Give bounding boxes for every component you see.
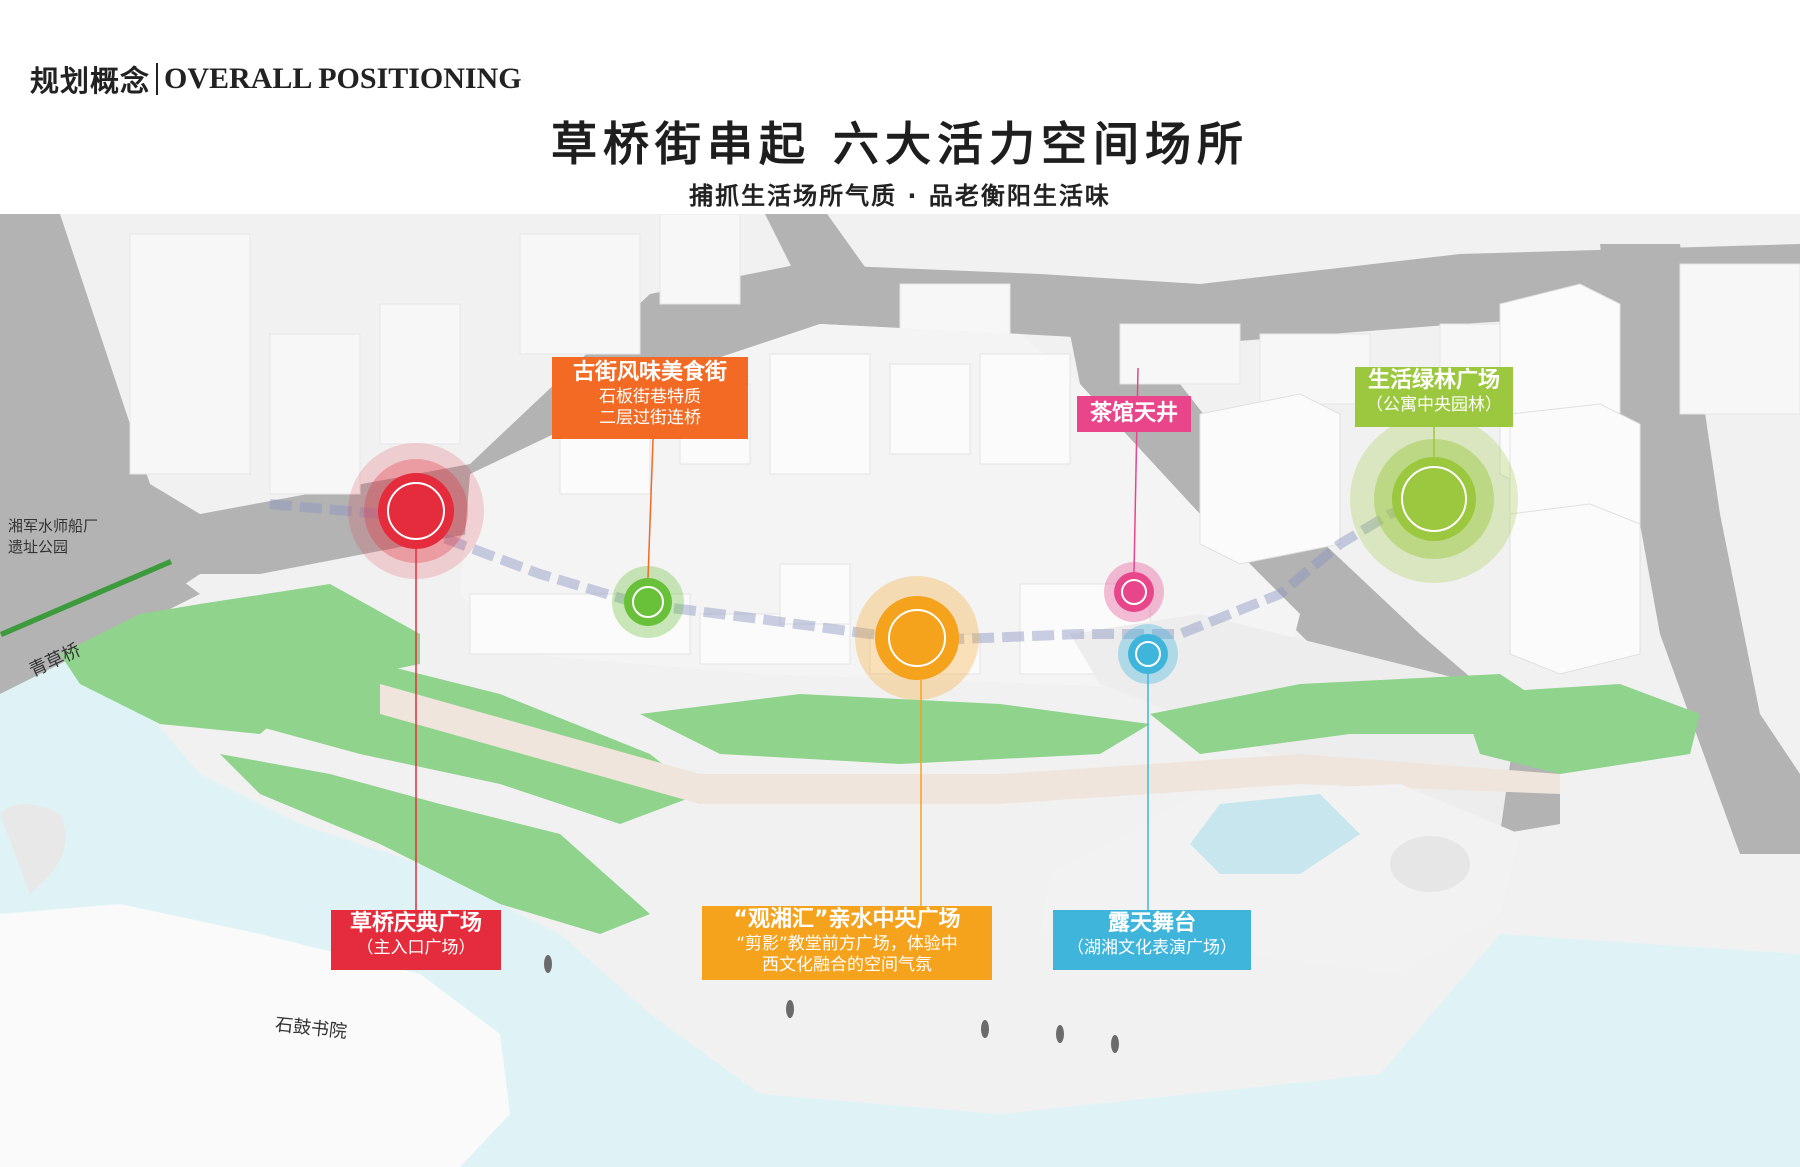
site-plan-map [0,214,1800,1167]
road-branch-north [765,214,870,324]
north-buildings [129,214,1800,495]
callout-central-plaza-line2: 西文化融合的空间气氛 [762,954,932,975]
section-heading: 规划概念 OVERALL POSITIONING [30,58,522,100]
greenery [60,584,1700,934]
bridge-rail [0,559,172,637]
marker-central-plaza[interactable] [855,576,979,700]
shore-rock [0,804,66,894]
place-shipyard-park-line2: 遗址公园 [8,538,69,556]
callout-food-street-line1: 石板街巷特质 [599,386,701,407]
callout-food-street-title: 古街风味美食街 [572,360,727,385]
place-shipyard-park: 湘军水师船厂 遗址公园 [8,516,98,558]
heading-divider [156,63,159,95]
callout-caoqiao-plaza: 草桥庆典广场 （主入口广场） [331,910,501,970]
callout-food-street: 古街风味美食街 石板街巷特质 二层过街连桥 [552,357,748,439]
callout-teahouse-title: 茶馆天井 [1089,401,1178,426]
stage-pond [1190,794,1360,874]
marker-open-stage[interactable] [1118,624,1178,684]
callout-teahouse: 茶馆天井 [1077,396,1191,432]
callout-green-plaza-line1: （公寓中央园林） [1366,394,1502,415]
callout-central-plaza-line1: “剪影”教堂前方广场，体验中 [736,933,958,954]
riverside-walk [380,684,1560,804]
callout-caoqiao-plaza-line1: （主入口广场） [356,937,476,958]
marker-food-street[interactable] [612,566,684,638]
callout-central-plaza-title: “观湘汇”亲水中央广场 [733,907,961,932]
section-title-en: OVERALL POSITIONING [164,62,522,95]
marker-caoqiao-plaza[interactable] [348,443,484,579]
section-title-cn: 规划概念 [30,64,151,98]
page-subtitle: 捕抓生活场所气质 · 品老衡阳生活味 [689,182,1111,210]
bridge-road [0,564,200,694]
callout-caoqiao-plaza-title: 草桥庆典广场 [349,911,482,936]
callout-open-stage-title: 露天舞台 [1107,911,1196,936]
boats [544,955,1119,1053]
callout-green-plaza: 生活绿林广场 （公寓中央园林） [1355,367,1513,427]
callout-open-stage: 露天舞台 （湖湘文化表演广场） [1053,910,1251,970]
main-road [0,214,1800,664]
callout-food-street-line2: 二层过街连桥 [599,407,701,428]
east-towers [1199,283,1641,675]
callout-open-stage-line1: （湖湘文化表演广场） [1067,937,1237,958]
east-road [1600,244,1800,854]
stage-disc [1390,836,1470,892]
callout-green-plaza-title: 生活绿林广场 [1367,368,1500,393]
marker-green-plaza[interactable] [1350,415,1518,583]
marker-teahouse[interactable] [1104,562,1164,622]
page-title: 草桥街串起 六大活力空间场所 [550,117,1249,171]
place-shipyard-park-line1: 湘军水师船厂 [8,517,99,535]
callout-central-plaza: “观湘汇”亲水中央广场 “剪影”教堂前方广场，体验中 西文化融合的空间气氛 [702,906,992,980]
